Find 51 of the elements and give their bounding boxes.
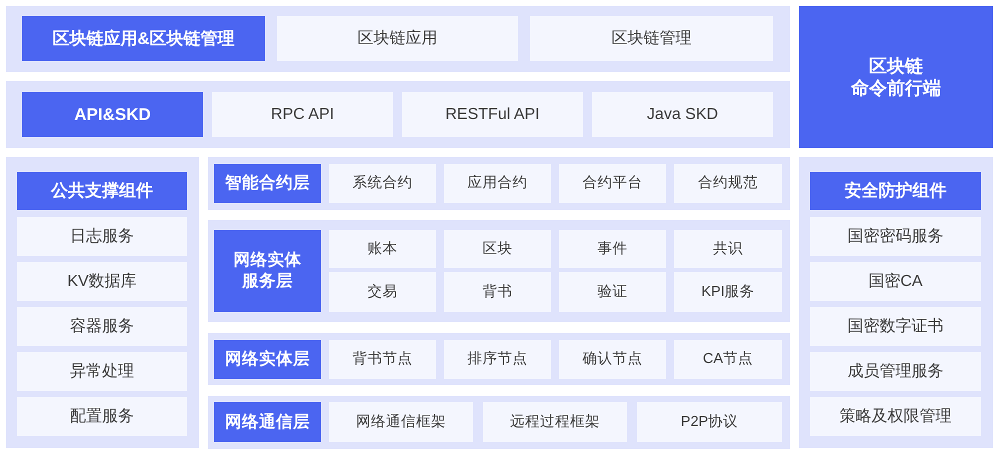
layer-panel [208, 396, 790, 449]
module-box: 交易 [329, 272, 436, 312]
module-box: 区块链管理 [530, 16, 773, 61]
module-box: 系统合约 [329, 164, 436, 203]
side-panel [799, 157, 993, 448]
module-box: 共识 [674, 230, 782, 268]
layer-heading: 安全防护组件 [810, 172, 981, 210]
module-box: 区块 [444, 230, 551, 268]
layer-heading: 公共支撑组件 [17, 172, 187, 210]
module-box: 背书节点 [329, 340, 436, 379]
side-panel [6, 157, 199, 448]
module-box: 应用合约 [444, 164, 551, 203]
layer-heading: 网络实体层 [214, 340, 321, 379]
module-box: 国密密码服务 [810, 217, 981, 256]
layer-heading: 智能合约层 [214, 164, 321, 203]
module-box: 事件 [559, 230, 666, 268]
module-box: 区块链应用 [277, 16, 518, 61]
module-box: 验证 [559, 272, 666, 312]
module-box: 背书 [444, 272, 551, 312]
module-box: 确认节点 [559, 340, 666, 379]
module-box: 账本 [329, 230, 436, 268]
title-block: 区块链命令前行端 [799, 6, 993, 148]
module-box: RESTFul API [402, 92, 583, 137]
layer-heading: 网络通信层 [214, 402, 321, 442]
module-box: 策略及权限管理 [810, 397, 981, 436]
module-box: 远程过程框架 [483, 402, 627, 442]
module-box: 异常处理 [17, 352, 187, 391]
module-box: 国密CA [810, 262, 981, 301]
layer-heading: 网络实体服务层 [214, 230, 321, 312]
layer-heading: API&SKD [22, 92, 203, 137]
module-box: 排序节点 [444, 340, 551, 379]
module-box: KV数据库 [17, 262, 187, 301]
module-box: KPI服务 [674, 272, 782, 312]
module-box: 容器服务 [17, 307, 187, 346]
module-box: 网络通信框架 [329, 402, 473, 442]
layer-panel [208, 220, 790, 322]
layer-panel [6, 6, 790, 72]
module-box: P2P协议 [637, 402, 782, 442]
module-box: CA节点 [674, 340, 782, 379]
layer-panel [208, 157, 790, 210]
layer-panel [6, 81, 790, 148]
module-box: 国密数字证书 [810, 307, 981, 346]
layer-heading: 区块链应用&区块链管理 [22, 16, 265, 61]
layer-panel [208, 333, 790, 385]
module-box: 配置服务 [17, 397, 187, 436]
module-box: 成员管理服务 [810, 352, 981, 391]
module-box: 合约规范 [674, 164, 782, 203]
module-box: RPC API [212, 92, 393, 137]
module-box: 日志服务 [17, 217, 187, 256]
module-box: Java SKD [592, 92, 773, 137]
module-box: 合约平台 [559, 164, 666, 203]
